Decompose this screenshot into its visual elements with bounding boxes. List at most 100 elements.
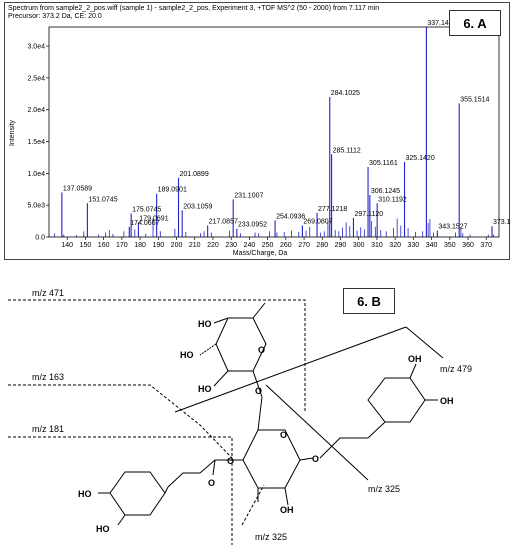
x-tick-label: 300 <box>353 242 365 249</box>
glucose-ring <box>242 429 301 489</box>
structure-diagram: m/z 471 m/z 163 m/z 181 m/z 479 m/z 325 … <box>8 288 472 545</box>
dihydroxyphenyl-link <box>367 421 386 439</box>
cleavage-line-325-bottom <box>241 484 265 526</box>
peak-label: 373.1610 <box>493 219 511 226</box>
x-tick-label: 220 <box>207 242 219 249</box>
x-tick-label: 280 <box>316 242 328 249</box>
caffeoyl-link <box>164 486 169 494</box>
peak-label: 325.1420 <box>406 155 435 162</box>
peak-label: 310.1192 <box>378 196 407 203</box>
rhamnose-oh1-bond <box>213 317 229 324</box>
peak-label-group: 137.0589151.0745174.0667175.0745179.0691… <box>63 20 511 231</box>
peak-label: 217.0857 <box>209 219 238 226</box>
y-tick-label: 0.0 <box>35 235 45 242</box>
peak-label: 355.1514 <box>460 96 489 103</box>
spectrum-panel: Spectrum from sample2_2_pos.wiff (sample… <box>4 2 511 260</box>
atom-ho-caffeoyl-1: HO <box>78 489 92 499</box>
caffeoyl-ring <box>109 471 166 516</box>
x-tick-label: 170 <box>116 242 128 249</box>
x-tick-label: 330 <box>408 242 420 249</box>
rhamnose-glycosidic-bond <box>252 370 263 398</box>
rhamnose-oh3-bond <box>213 370 229 387</box>
x-tick-label: 210 <box>189 242 201 249</box>
y-tick-label: 5.0e3 <box>27 203 45 210</box>
x-tick-label: 190 <box>152 242 164 249</box>
fragment-label-325-bottom: m/z 325 <box>255 532 287 542</box>
vinyl-chain <box>167 472 200 488</box>
x-tick-label: 250 <box>262 242 274 249</box>
peak-label: 305.1161 <box>369 160 398 167</box>
x-tick-label: 290 <box>335 242 347 249</box>
spectrum-chart: 137.0589151.0745174.0667175.0745179.0691… <box>9 20 511 257</box>
peak-label: 284.1025 <box>331 90 360 97</box>
atom-oh-phenyl-1: OH <box>408 354 422 364</box>
precursor-info: Precursor: 373.2 Da, CE: 20.0 <box>8 13 102 20</box>
cleavage-line-325-right <box>265 384 369 481</box>
peak-label: 151.0745 <box>88 196 117 203</box>
peak-label: 203.1059 <box>183 203 212 210</box>
y-tick-label: 3.0e4 <box>27 44 45 51</box>
glucose-anomeric-bond <box>299 457 314 461</box>
y-tick-label: 2.0e4 <box>27 107 45 114</box>
carbonyl-double-bond <box>212 459 216 476</box>
x-tick-label: 310 <box>371 242 383 249</box>
peak-label: 254.0936 <box>276 213 305 220</box>
panel-label-a: 6. A <box>449 10 501 36</box>
peak-label: 277.1218 <box>318 206 347 213</box>
peak-label: 297.1120 <box>354 211 383 218</box>
y-tick-label: 1.5e4 <box>27 139 45 146</box>
rhamnose-methyl <box>252 302 266 319</box>
x-tick-label: 240 <box>244 242 256 249</box>
glucose-oh2-bond <box>284 487 289 506</box>
ethyl-chain <box>319 437 368 459</box>
peak-label: 343.1527 <box>438 224 467 231</box>
x-tick-label: 180 <box>134 242 146 249</box>
atom-o-carbonyl: O <box>208 478 215 488</box>
dihydroxyphenyl-ring <box>367 377 426 423</box>
atom-o-glycosidic: O <box>255 386 262 396</box>
fragment-label-163: m/z 163 <box>32 372 64 382</box>
peak-label: 306.1245 <box>371 188 400 195</box>
x-tick-label: 260 <box>280 242 292 249</box>
atom-oh-glucose: OH <box>280 505 294 515</box>
atom-o-anomeric: O <box>312 454 319 464</box>
atom-ho-caffeoyl-2: HO <box>96 524 110 534</box>
caffeoyl-oh2-bond <box>117 514 126 526</box>
fragmentation-scheme: m/z 471 m/z 163 m/z 181 m/z 479 m/z 325 … <box>0 262 516 550</box>
peak-label: 201.0899 <box>180 171 209 178</box>
peak-label: 137.0589 <box>63 185 92 192</box>
axes-group: 140 150 160 170 180 190 200 210 220 230 240 250 260 2… <box>27 26 500 249</box>
plot-frame <box>48 26 500 238</box>
peak-label: 269.0807 <box>303 219 332 226</box>
cleavage-line-181 <box>8 436 233 545</box>
atom-ho-1: HO <box>198 319 212 329</box>
x-tick-label: 230 <box>225 242 237 249</box>
atom-ho-3: HO <box>198 384 212 394</box>
x-tick-label: 360 <box>462 242 474 249</box>
x-tick-label: 140 <box>61 242 73 249</box>
y-tick-label: 1.0e4 <box>27 171 45 178</box>
panel-label-b: 6. B <box>343 288 395 314</box>
peak-label: 179.0691 <box>139 215 168 222</box>
spectrum-header: Spectrum from sample2_2_pos.wiff (sample… <box>8 5 380 12</box>
atom-o-rhamnose: O <box>258 345 265 355</box>
x-tick-label: 340 <box>426 242 438 249</box>
atom-oh-phenyl-2: OH <box>440 396 454 406</box>
y-tick-label: 2.5e4 <box>27 75 45 82</box>
cleavage-line-479-ext <box>405 326 444 359</box>
cleavage-line-471 <box>8 299 306 412</box>
peak-label: 337.1412 <box>427 20 456 27</box>
peak-group <box>54 27 495 237</box>
peak-label: 233.0952 <box>238 222 267 229</box>
atom-o-glucose: O <box>280 430 287 440</box>
peak-label: 175.0745 <box>132 206 161 213</box>
peak-label: 285.1112 <box>333 147 361 154</box>
fragment-label-479: m/z 479 <box>440 364 472 374</box>
glucose-c6-link <box>257 396 263 431</box>
x-tick-label: 200 <box>171 242 183 249</box>
x-tick-label: 270 <box>298 242 310 249</box>
fragment-label-325-right: m/z 325 <box>368 484 400 494</box>
fragment-label-181: m/z 181 <box>32 424 64 434</box>
x-tick-label: 150 <box>80 242 92 249</box>
x-tick-label: 160 <box>98 242 110 249</box>
